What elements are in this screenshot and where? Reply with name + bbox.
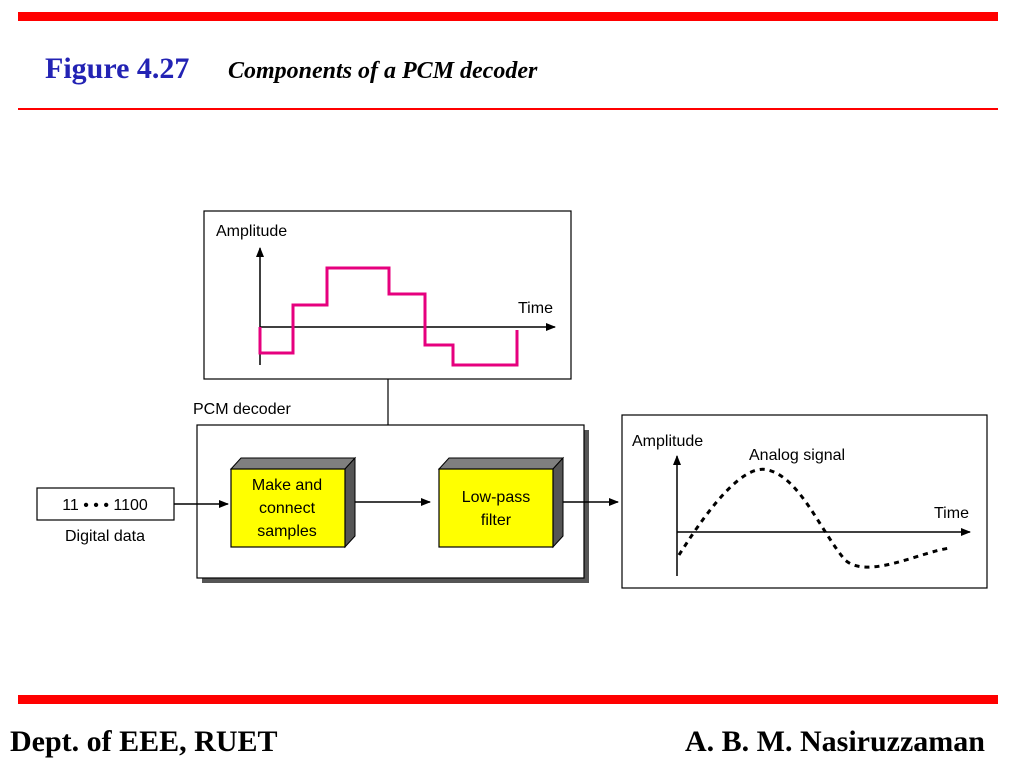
low-pass-filter-block: Low-pass filter <box>437 456 565 549</box>
analog-y-label: Amplitude <box>632 433 703 450</box>
digital-data-box <box>36 487 175 521</box>
analog-curve-label: Analog signal <box>749 447 845 464</box>
analog-plot-frame <box>621 414 988 589</box>
figure-label: Figure 4.27 <box>45 52 190 85</box>
staircase-signal <box>258 266 519 367</box>
block2-line-2: filter <box>481 512 512 529</box>
decoder-label: PCM decoder <box>193 401 291 418</box>
staircase-x-label: Time <box>518 300 553 317</box>
digital-data-caption: Digital data <box>65 528 145 545</box>
top-accent-bar <box>18 12 998 21</box>
staircase-y-label: Amplitude <box>216 223 287 240</box>
staircase-plot: Amplitude Time <box>203 210 572 380</box>
block1-line-2: connect <box>259 500 316 517</box>
title-divider <box>18 108 998 110</box>
footer-author: A. B. M. Nasiruzzaman <box>685 725 985 758</box>
footer-department: Dept. of EEE, RUET <box>10 725 278 758</box>
block1-line-3: samples <box>257 523 317 540</box>
make-connect-samples-block: Make and connect samples <box>229 456 357 549</box>
analog-x-label: Time <box>934 505 969 522</box>
figure-caption: Components of a PCM decoder <box>228 58 538 84</box>
analog-plot: Amplitude Analog signal Time <box>621 414 988 589</box>
block2-line-1: Low-pass <box>462 489 530 506</box>
digital-data-bits: 11 • • • 1100 <box>62 497 148 514</box>
block1-line-1: Make and <box>252 477 322 494</box>
bottom-accent-bar <box>18 695 998 704</box>
